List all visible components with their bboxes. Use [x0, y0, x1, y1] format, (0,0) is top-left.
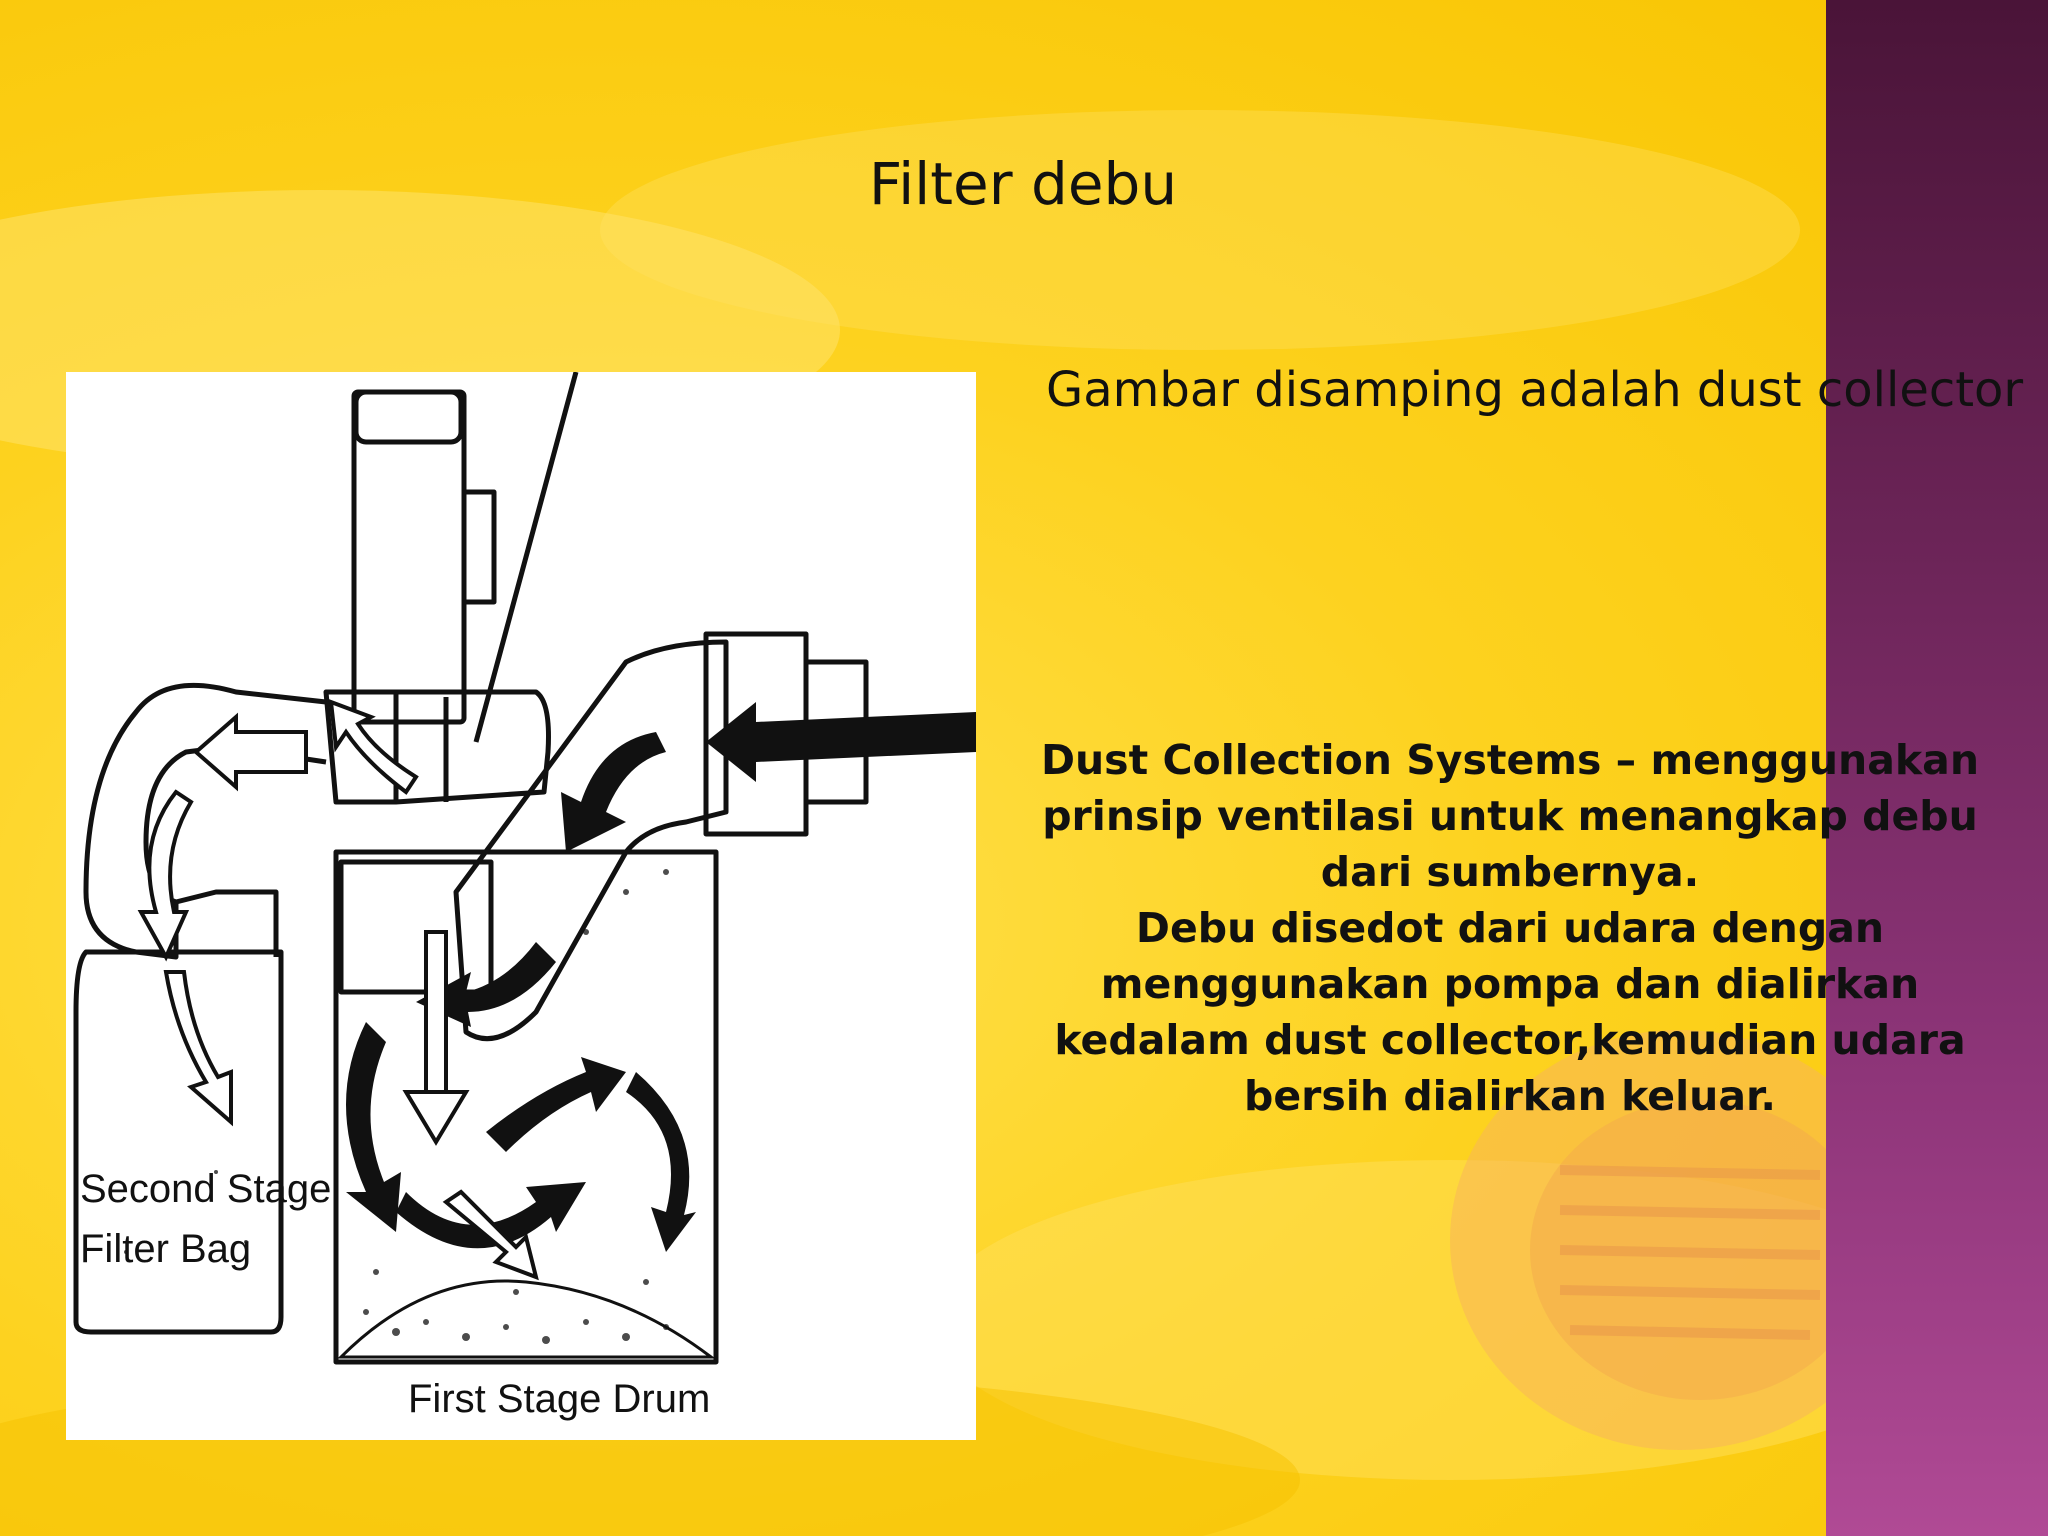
slide-title: Filter debu — [868, 150, 1178, 218]
slide-subtitle: Gambar disamping adalah dust collector — [1046, 362, 2024, 418]
blower-housing — [323, 689, 551, 805]
description-text: Dust Collection Systems – menggunakan pr… — [1030, 732, 1990, 1124]
filter-bag — [73, 949, 284, 1335]
diagram-svg: Second Stage Filter Bag First Stage Drum — [73, 372, 976, 1421]
motor-terminal — [461, 489, 497, 605]
inlet-arrow — [706, 702, 976, 782]
description-paragraph-2: Debu disedot dari udara dengan menggunak… — [1054, 904, 1966, 1120]
dust-pile — [337, 1279, 716, 1359]
dust-collector-diagram: Second Stage Filter Bag First Stage Drum — [66, 372, 976, 1440]
description-paragraph-1: Dust Collection Systems – menggunakan pr… — [1040, 736, 1980, 896]
drum-baffle — [338, 859, 494, 995]
first-stage-drum — [333, 849, 719, 1365]
label-second-stage: Second Stage — [80, 1167, 331, 1211]
side-band — [1826, 0, 2048, 1536]
motor-cap — [353, 389, 464, 445]
outlet-pipe — [83, 682, 327, 960]
label-filter-bag: Filter Bag — [80, 1227, 251, 1271]
inlet-pipe — [453, 639, 729, 1042]
label-first-stage-drum: First Stage Drum — [408, 1377, 710, 1421]
